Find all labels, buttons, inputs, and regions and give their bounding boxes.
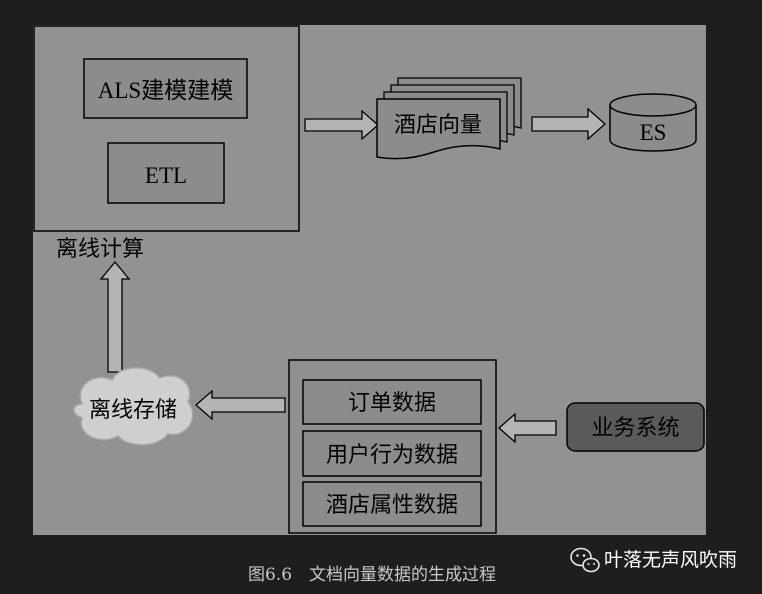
es-label: ES [640,120,667,145]
figure-caption: 图6.6 文档向量数据的生成过程 [248,565,496,585]
source-box-order [302,379,482,425]
business-system-box [566,402,705,452]
es-database [609,93,697,152]
arrow-offline-to-vector [304,109,379,141]
etl-label: ETL [145,163,187,188]
hotel-vector-label: 酒店向量 [394,113,482,138]
source-box-hotel-attrs [302,481,482,527]
offline-compute-panel [33,25,300,232]
wechat-icon [570,547,600,573]
source-box-behavior [302,430,482,477]
als-modeling-box [83,58,248,119]
source-label-order: 订单数据 [348,391,436,416]
hotel-vector-doc [376,98,501,160]
hotel-vector-stack [376,77,522,160]
arrow-business-to-sources [498,412,557,444]
business-system-label: 业务系统 [591,416,679,441]
offline-storage-label: 离线存储 [89,398,177,423]
offline-compute-label: 离线计算 [56,237,144,262]
als-modeling-label: ALS建模建模 [98,78,233,103]
arrow-sources-to-storage [195,389,286,421]
offline-storage-cloud [73,367,194,446]
source-label-hotel-attrs: 酒店属性数据 [326,493,458,518]
arrow-storage-to-compute [99,260,131,373]
source-label-behavior: 用户行为数据 [326,443,458,468]
watermark-text: 叶落无声风吹雨 [604,549,737,571]
arrow-vector-to-es [531,107,606,141]
etl-box [107,142,225,204]
